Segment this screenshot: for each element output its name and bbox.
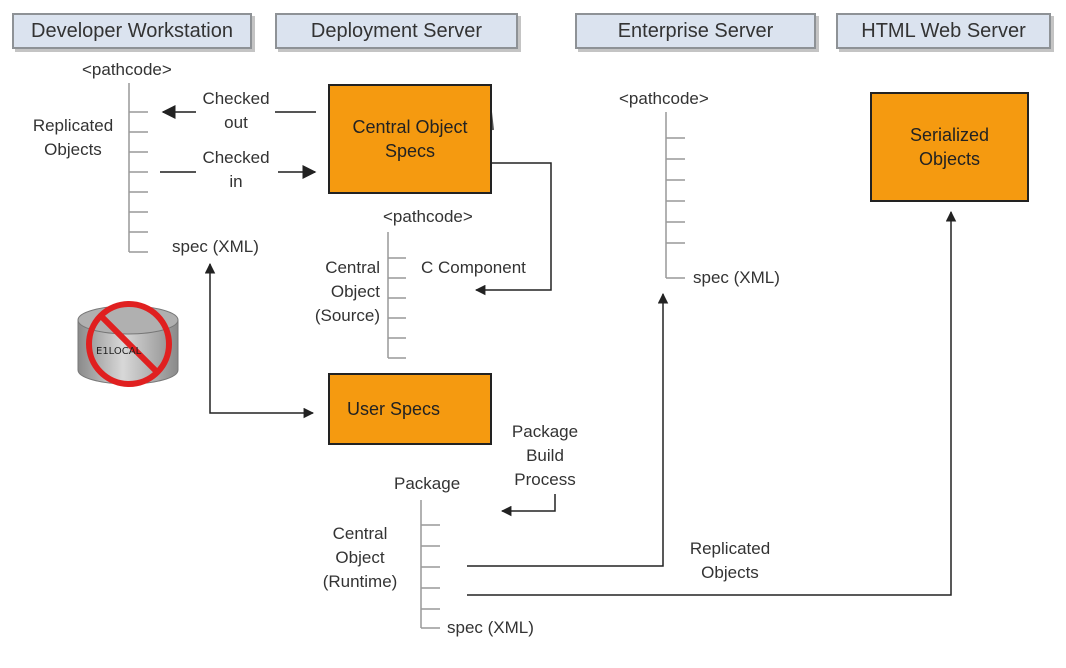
header-developer-workstation: Developer Workstation [12, 13, 252, 49]
package-build-process-label: Package Build Process [511, 422, 579, 489]
replicated-objects-label: Replicated Objects [32, 116, 114, 159]
checked-out-label: Checked out [202, 89, 270, 132]
source-tree [387, 232, 406, 359]
checked-in-label: Checked in [202, 148, 270, 191]
central-object-specs-box: Central Object Specs [328, 84, 492, 194]
package-label: Package [394, 474, 461, 493]
dev-tree [128, 83, 148, 253]
e1local-label: E1LOCAL [96, 346, 142, 357]
enterprise-tree [665, 112, 685, 279]
replicated-objects-bottom-label: Replicated Objects [689, 539, 771, 582]
central-object-source-label: Central Object (Source) [314, 258, 380, 325]
check-arrows [160, 105, 494, 179]
header-html-web-server: HTML Web Server [836, 13, 1051, 49]
header-deployment-server: Deployment Server [275, 13, 518, 49]
enterprise-pathcode-label: <pathcode> [619, 89, 709, 108]
deployment-pathcode-label: <pathcode> [383, 207, 473, 226]
no-sign-icon [86, 301, 172, 387]
enterprise-spec-xml-label: spec (XML) [693, 268, 780, 287]
runtime-tree [420, 500, 440, 629]
package-spec-xml-label: spec (XML) [447, 618, 534, 637]
user-specs-box: User Specs [328, 373, 492, 445]
dev-spec-xml-label: spec (XML) [172, 237, 259, 256]
serialized-objects-box: Serialized Objects [870, 92, 1029, 202]
dev-pathcode-label: <pathcode> [82, 60, 172, 79]
central-object-runtime-label: Central Object (Runtime) [322, 524, 398, 591]
connector-lines [204, 162, 957, 596]
c-component-label: C Component [421, 258, 526, 277]
header-enterprise-server: Enterprise Server [575, 13, 816, 49]
